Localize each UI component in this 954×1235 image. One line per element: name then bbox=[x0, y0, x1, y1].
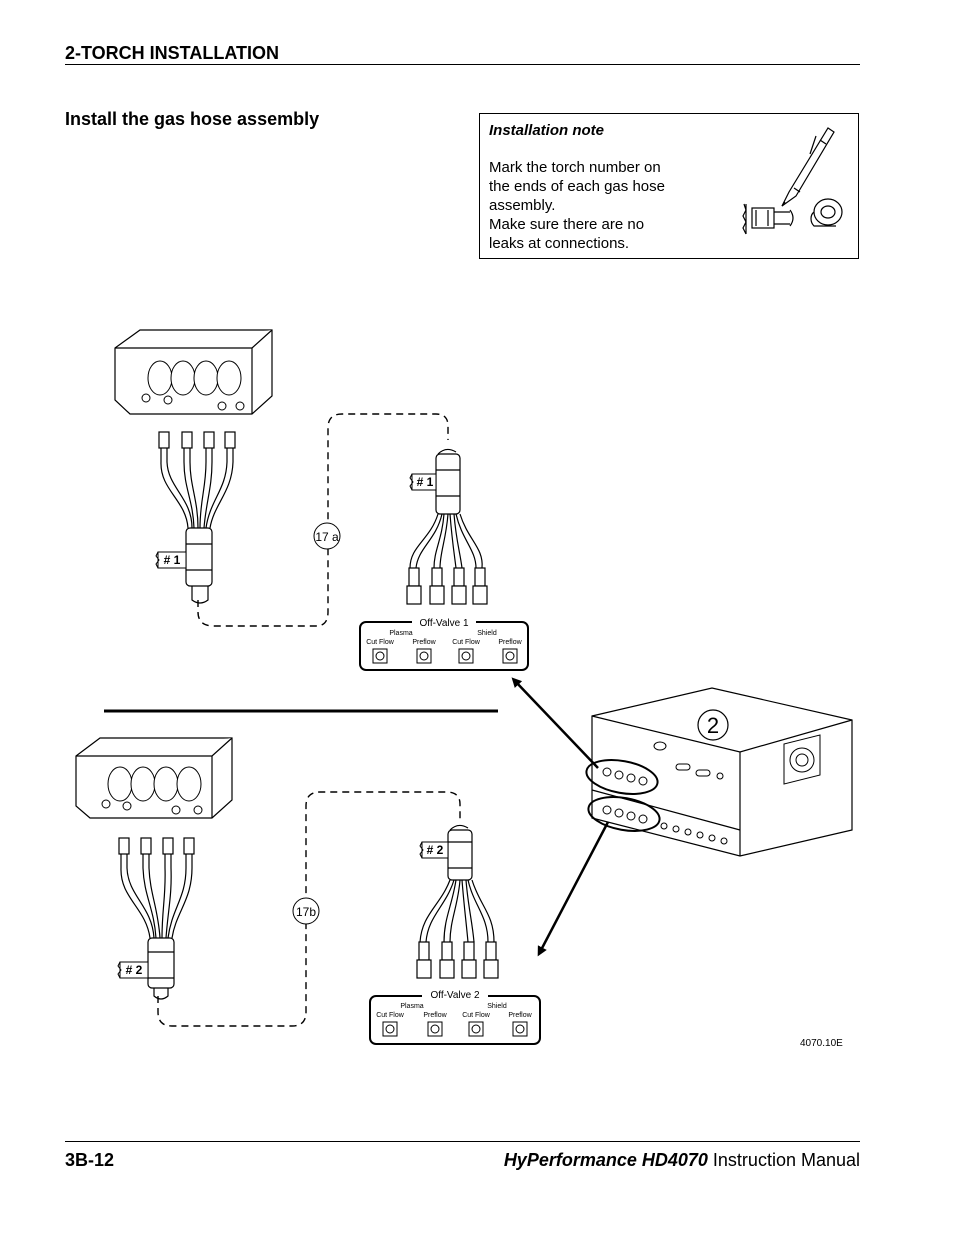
valve-port-label: Cut Flow bbox=[376, 1012, 405, 1019]
note-title: Installation note bbox=[489, 122, 605, 139]
callout-17b: 17b bbox=[292, 897, 320, 925]
valve-port-label: Preflow bbox=[508, 1012, 532, 1019]
callout-2-label: 2 bbox=[707, 713, 719, 738]
torch-tag-label: # 1 bbox=[417, 475, 434, 489]
valve-port-label: Cut Flow bbox=[462, 1012, 491, 1019]
off-valve-1-panel: Off-Valve 1 Plasma Shield Cut Flow Prefl… bbox=[359, 618, 529, 671]
note-line: Mark the torch number on bbox=[489, 159, 661, 176]
off-valve-2-panel: Off-Valve 2 Plasma Shield Cut Flow Prefl… bbox=[369, 990, 541, 1045]
valve-group-plasma: Plasma bbox=[389, 630, 412, 637]
footer-divider bbox=[65, 1141, 860, 1142]
valve-group-shield: Shield bbox=[487, 1003, 507, 1010]
hose-assembly-1-valve-end bbox=[406, 448, 488, 605]
torch-tag-label: # 2 bbox=[126, 963, 143, 977]
torch-tag-2-right: # 2 bbox=[419, 841, 449, 859]
product-name: HyPerformance HD4070 bbox=[503, 1150, 708, 1170]
page-subheading: Install the gas hose assembly bbox=[65, 109, 320, 129]
callout-17a: 17 a bbox=[313, 522, 341, 550]
callout-17b-label: 17b bbox=[296, 905, 316, 919]
torch-tag-label: # 2 bbox=[427, 843, 444, 857]
valve-port-label: Cut Flow bbox=[452, 639, 481, 646]
note-body: Mark the torch number on the ends of eac… bbox=[489, 158, 719, 253]
hose-assembly-2-valve-end bbox=[416, 824, 499, 979]
valve-port-label: Cut Flow bbox=[366, 639, 395, 646]
figure-code: 4070.10E bbox=[800, 1038, 843, 1049]
torch-tag-label: # 1 bbox=[164, 553, 181, 567]
valve-group-shield: Shield bbox=[477, 630, 497, 637]
page-number: 3B-12 bbox=[65, 1150, 115, 1170]
manual-name: Instruction Manual bbox=[707, 1150, 860, 1170]
manual-title: HyPerformance HD4070 Instruction Manual bbox=[504, 1150, 860, 1171]
callout-17a-label: 17 a bbox=[315, 530, 339, 544]
hose-loop-17a bbox=[197, 413, 449, 627]
valve-port-label: Preflow bbox=[423, 1012, 447, 1019]
gas-manifold-1 bbox=[114, 329, 273, 415]
gas-manifold-2 bbox=[75, 737, 233, 819]
section-header: 2-TORCH INSTALLATION bbox=[65, 43, 279, 63]
tape-roll-icon bbox=[810, 198, 843, 227]
torch-tag-1-left: # 1 bbox=[155, 551, 187, 569]
off-valve-1-title: Off-Valve 1 bbox=[419, 618, 469, 629]
note-line: assembly. bbox=[489, 197, 556, 214]
arrow-to-off-valve-1 bbox=[511, 677, 599, 769]
callout-2: 2 bbox=[697, 709, 729, 741]
marker-pen-icon bbox=[781, 127, 835, 207]
note-illustration bbox=[742, 127, 843, 235]
note-line: Make sure there are no bbox=[489, 216, 645, 233]
note-line: the ends of each gas hose bbox=[489, 178, 665, 195]
header-divider bbox=[65, 64, 860, 65]
hose-end-icon bbox=[742, 203, 794, 235]
valve-port-label: Preflow bbox=[412, 639, 436, 646]
torch-tag-2-left: # 2 bbox=[117, 961, 149, 979]
hose-loop-17b bbox=[157, 791, 461, 1027]
valve-highlight-rings bbox=[585, 759, 661, 832]
valve-port-label: Preflow bbox=[498, 639, 522, 646]
torch-tag-1-right: # 1 bbox=[409, 473, 437, 491]
valve-group-plasma: Plasma bbox=[400, 1003, 423, 1010]
arrow-to-off-valve-2 bbox=[537, 821, 610, 957]
hose-assembly-1-manifold-end bbox=[158, 431, 236, 604]
hose-assembly-2-manifold-end bbox=[118, 837, 195, 1000]
off-valve-2-title: Off-Valve 2 bbox=[430, 990, 480, 1001]
installation-note-box: Installation note Mark the torch number … bbox=[479, 113, 859, 259]
note-line: leaks at connections. bbox=[489, 235, 630, 252]
